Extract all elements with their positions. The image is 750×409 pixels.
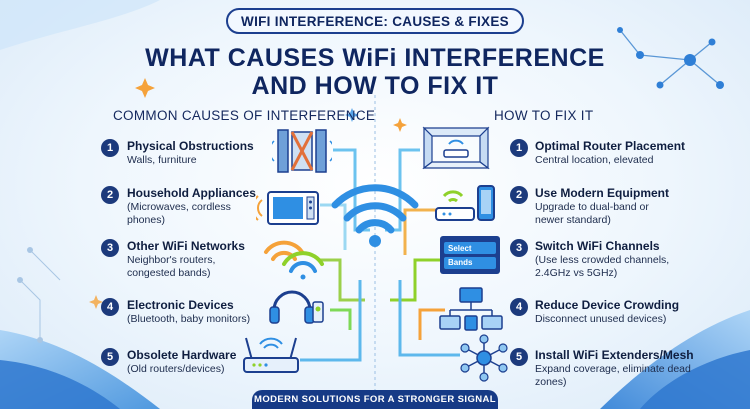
central-wifi-icon: [331, 184, 419, 247]
cause-title: Obsolete Hardware: [127, 348, 237, 362]
cause-desc: Walls, furniture: [127, 154, 197, 166]
channel-bands-label: Bands: [448, 258, 473, 267]
cause-number: 1: [101, 139, 119, 157]
modern-router-phone-icon: [435, 185, 495, 221]
fix-number: 4: [510, 298, 528, 316]
channel-settings-icon: [440, 236, 500, 274]
fix-desc: Expand coverage, eliminate dead zones): [535, 363, 691, 388]
cause-desc: Neighbor's routers, congested bands): [127, 254, 216, 279]
fix-title: Install WiFi Extenders/Mesh: [535, 348, 694, 362]
wall-obstruction-icon: [272, 129, 332, 173]
fix-desc: Central location, elevated: [535, 154, 654, 166]
fix-desc: Disconnect unused devices): [535, 313, 667, 325]
overlapping-wifi-icon: [264, 240, 324, 280]
cause-desc: (Microwaves, cordless phones): [127, 201, 231, 226]
headline-line-1: WHAT CAUSES WiFi INTERFERENCE: [145, 44, 605, 72]
top-label: WIFI INTERFERENCE: CAUSES & FIXES: [226, 8, 524, 34]
cause-number: 3: [101, 239, 119, 257]
microwave-icon: [256, 191, 319, 225]
fix-number: 1: [510, 139, 528, 157]
channel-select-label: Select: [448, 244, 472, 253]
cause-title: Household Appliances: [127, 186, 256, 200]
fix-number: 3: [510, 239, 528, 257]
mesh-network-icon: [460, 334, 508, 382]
devices-network-icon: [439, 287, 503, 331]
cause-desc: (Bluetooth, baby monitors): [127, 313, 251, 325]
fix-desc: Upgrade to dual-band or newer standard): [535, 201, 649, 226]
cause-desc: (Old routers/devices): [127, 363, 225, 375]
fix-title: Use Modern Equipment: [535, 186, 670, 200]
headline-line-2: AND HOW TO FIX IT: [251, 72, 499, 100]
fix-desc: (Use less crowded channels, 2.4GHz vs 5G…: [535, 254, 670, 279]
cause-number: 2: [101, 186, 119, 204]
fix-title: Reduce Device Crowding: [535, 298, 680, 312]
cause-title: Physical Obstructions: [127, 139, 254, 153]
fix-number: 2: [510, 186, 528, 204]
fix-title: Optimal Router Placement: [535, 139, 686, 153]
fix-number: 5: [510, 348, 528, 366]
cause-number: 5: [101, 348, 119, 366]
old-router-icon: [243, 337, 299, 373]
router-room-icon: [422, 126, 490, 170]
cause-number: 4: [101, 298, 119, 316]
headphones-icon: [269, 290, 324, 324]
causes-heading: COMMON CAUSES OF INTERFERENCE: [113, 108, 376, 123]
footer-banner: MODERN SOLUTIONS FOR A STRONGER SIGNAL: [252, 390, 498, 409]
cause-title: Electronic Devices: [127, 298, 234, 312]
cause-title: Other WiFi Networks: [127, 239, 245, 253]
fix-title: Switch WiFi Channels: [535, 239, 660, 253]
fixes-heading: HOW TO FIX IT: [494, 108, 594, 123]
